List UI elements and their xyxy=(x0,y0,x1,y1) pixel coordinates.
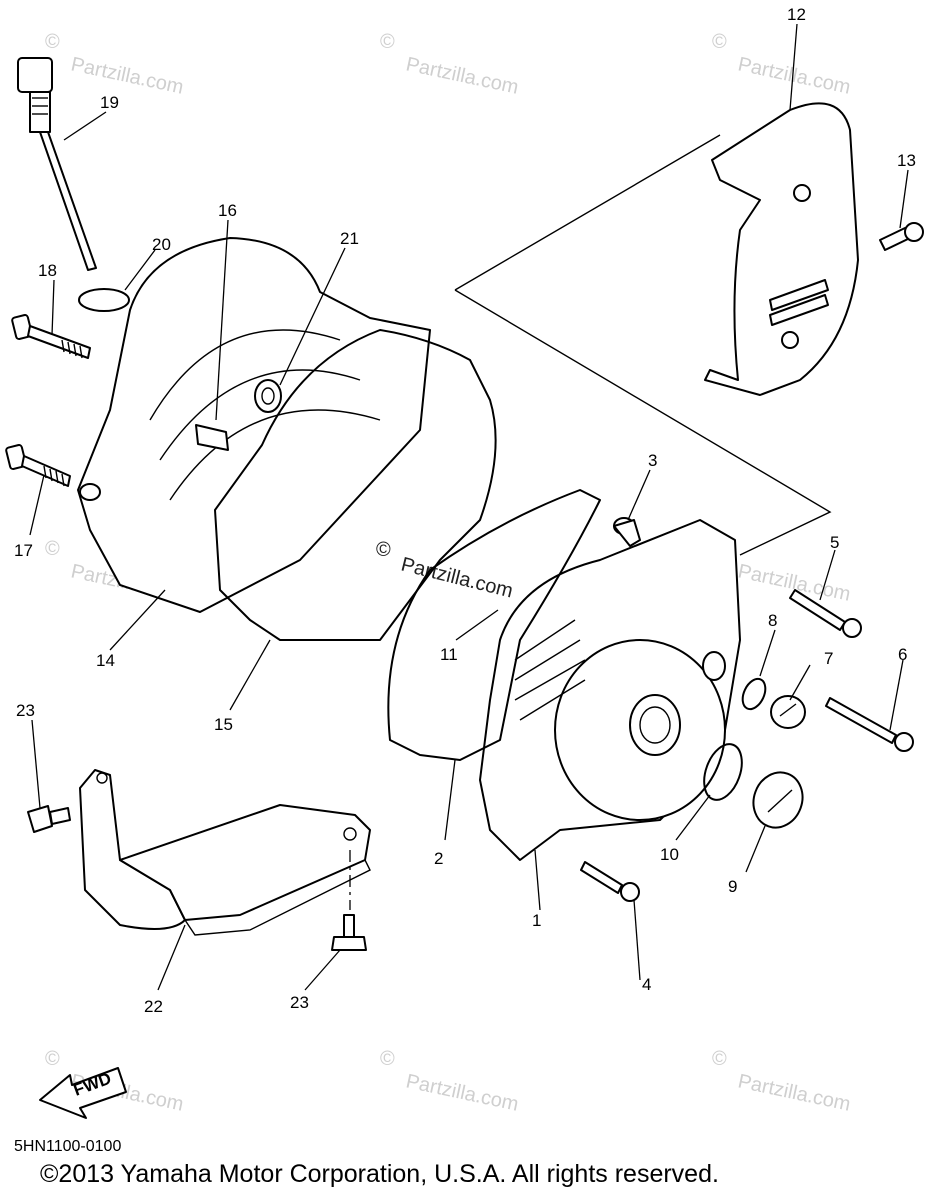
side-cover-part xyxy=(704,102,859,396)
svg-text:Partzilla.com: Partzilla.com xyxy=(69,53,186,98)
copyright-notice: ©2013 Yamaha Motor Corporation, U.S.A. A… xyxy=(40,1160,719,1188)
bolt-part xyxy=(27,805,71,833)
svg-text:©: © xyxy=(712,31,727,53)
bolt-part xyxy=(331,914,367,951)
cover-gasket-part xyxy=(387,489,601,761)
callout-17: 17 xyxy=(14,541,33,560)
svg-text:©: © xyxy=(45,1048,60,1070)
callout-13: 13 xyxy=(897,151,916,170)
plug-part xyxy=(752,771,804,829)
svg-text:©: © xyxy=(380,31,395,53)
o-ring-part xyxy=(78,288,130,312)
svg-text:Partzilla.com: Partzilla.com xyxy=(399,554,515,603)
callout-7: 7 xyxy=(824,649,833,668)
callout-1: 1 xyxy=(532,911,541,930)
svg-text:Partzilla.com: Partzilla.com xyxy=(736,1070,853,1115)
callout-16: 16 xyxy=(218,201,237,220)
o-ring-part xyxy=(703,743,743,801)
callout-12: 12 xyxy=(787,5,806,24)
dowel-pin-part xyxy=(613,517,641,547)
callout-11: 11 xyxy=(440,645,458,664)
svg-text:©: © xyxy=(380,1048,395,1070)
svg-text:Partzilla.com: Partzilla.com xyxy=(404,53,521,98)
crankcase-cover-part xyxy=(77,237,431,613)
callout-14: 14 xyxy=(96,651,115,670)
watermark: © Partzilla.com xyxy=(380,1048,521,1116)
o-ring-part xyxy=(741,677,767,711)
callout-23-bottom: 23 xyxy=(290,993,309,1012)
callout-9: 9 xyxy=(728,877,737,896)
bolt-part xyxy=(5,444,71,487)
callout-5: 5 xyxy=(830,533,839,552)
callout-8: 8 xyxy=(768,611,777,630)
callout-22: 22 xyxy=(144,997,163,1016)
callouts: 19 20 18 16 21 17 14 15 12 13 3 5 6 8 7 … xyxy=(14,5,916,1016)
callout-4: 4 xyxy=(642,975,651,994)
diagram-code: 5HN1100-0100 xyxy=(14,1138,122,1155)
bolt-part xyxy=(580,861,640,902)
svg-text:©: © xyxy=(712,1048,727,1070)
watermark: ©Partzilla.com xyxy=(712,31,853,99)
callout-10: 10 xyxy=(660,845,679,864)
leader-lines xyxy=(29,23,909,991)
bolt-part xyxy=(11,314,91,359)
watermark: © Partzilla.com xyxy=(45,31,186,99)
bolt-part xyxy=(825,697,914,752)
watermark-center: © Partzilla.com xyxy=(376,539,515,603)
callout-6: 6 xyxy=(898,645,907,664)
plug-part xyxy=(770,695,806,729)
svg-text:©: © xyxy=(45,31,60,53)
svg-text:©: © xyxy=(376,539,391,561)
callout-18: 18 xyxy=(38,261,57,280)
watermark: © Partzilla.com xyxy=(380,31,521,99)
generator-cover-part xyxy=(479,519,741,861)
svg-text:©: © xyxy=(45,538,60,560)
assembly-boundary-line xyxy=(454,134,832,556)
callout-19: 19 xyxy=(100,93,119,112)
callout-21: 21 xyxy=(340,229,359,248)
dipstick-part xyxy=(17,57,97,271)
bolt-part xyxy=(789,589,862,638)
svg-text:Partzilla.com: Partzilla.com xyxy=(404,1070,521,1115)
gasket-part xyxy=(214,329,497,641)
fwd-arrow-icon: FWD xyxy=(39,1067,127,1119)
callout-15: 15 xyxy=(214,715,233,734)
watermark: © Partzilla.com xyxy=(712,1048,853,1116)
callout-2: 2 xyxy=(434,849,443,868)
callout-23-top: 23 xyxy=(16,701,35,720)
skid-plate-part xyxy=(79,769,371,936)
callout-20: 20 xyxy=(152,235,171,254)
callout-3: 3 xyxy=(648,451,657,470)
bolt-part xyxy=(879,222,924,251)
